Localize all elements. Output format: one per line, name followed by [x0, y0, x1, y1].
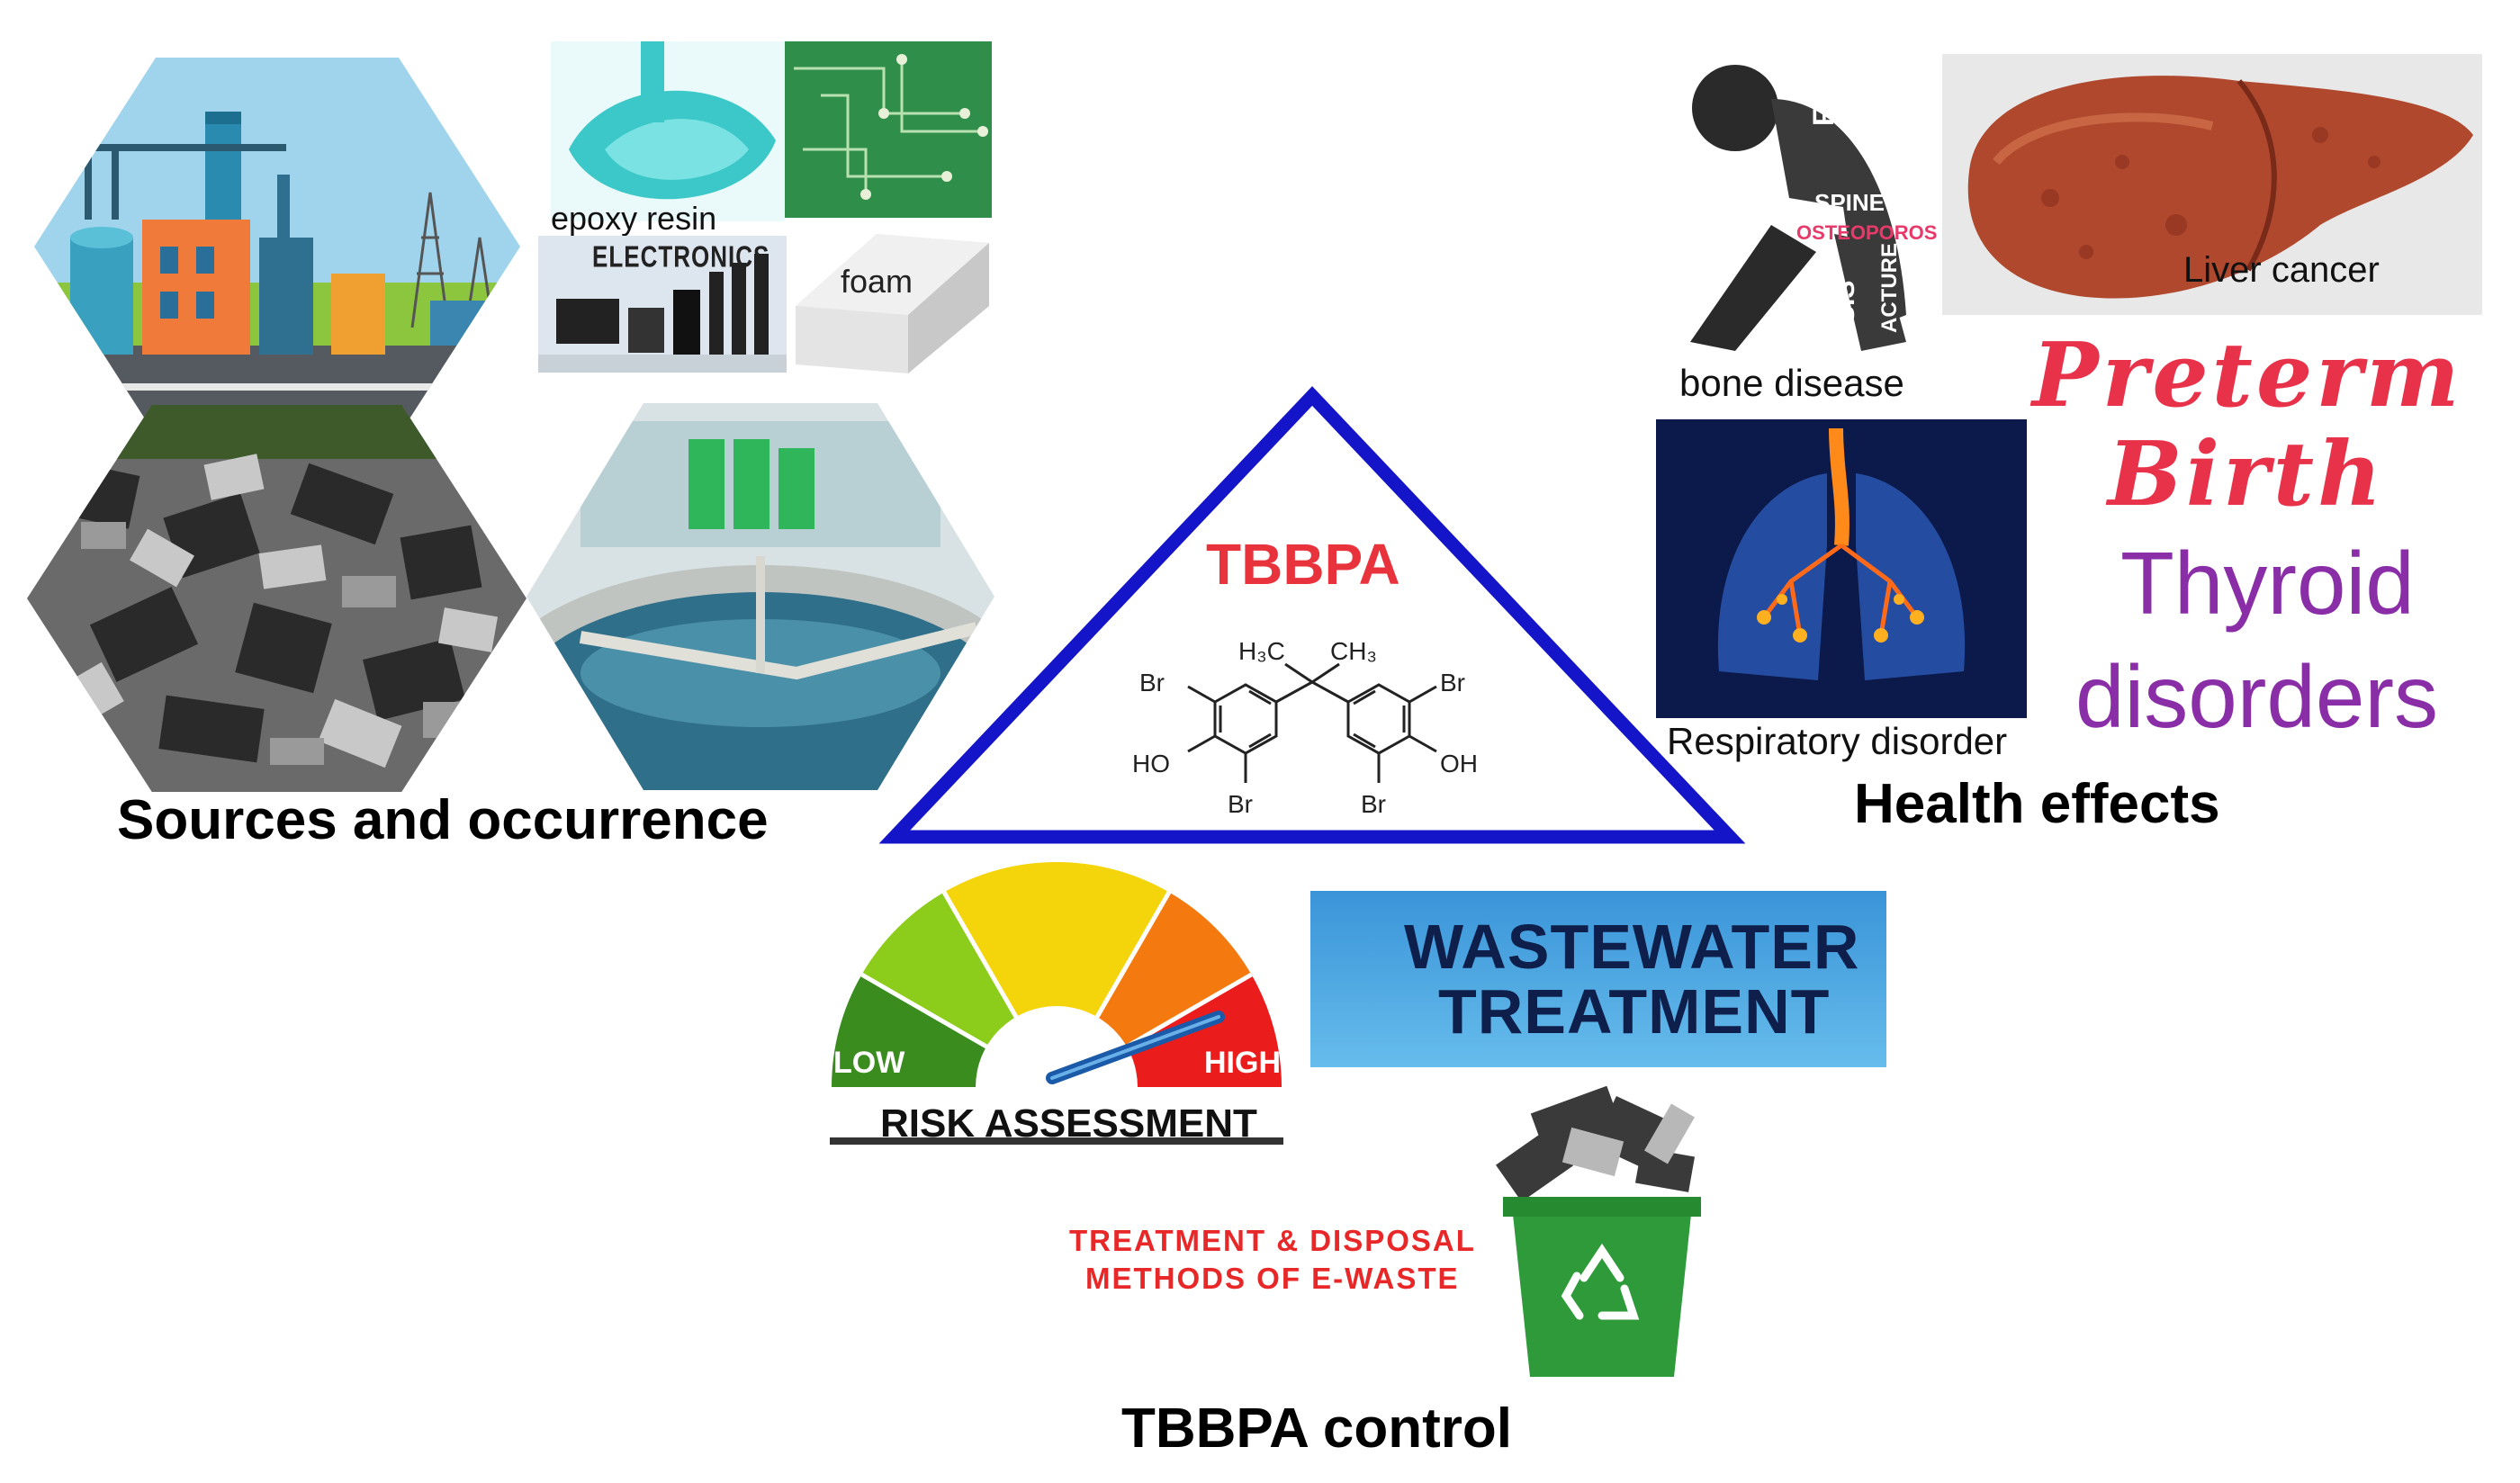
wastewater-banner: WASTEWATER TREATMENT	[1310, 891, 1886, 1067]
tbbpa-title: TBBPA	[1206, 532, 1400, 597]
bromine-bottom-left: Br	[1228, 790, 1253, 818]
hydroxyl-left: HO	[1132, 750, 1170, 777]
epoxy-resin-label: epoxy resin	[551, 200, 717, 237]
gauge-low-label: LOW	[833, 1046, 905, 1080]
preterm-text: Preterm	[2032, 324, 2463, 427]
bone-word-osteoporosis: OSTEOPOROSIS	[1796, 221, 1938, 244]
thyroid-text: Thyroid	[2120, 534, 2415, 633]
birth-text: Birth	[2108, 423, 2386, 526]
bone-word-fracture: FRACTURE	[1807, 45, 1840, 126]
bone-word-sis: SIS	[1831, 280, 1860, 324]
wastewater-line1: WASTEWATER	[1404, 912, 1860, 982]
wastewater-line2: TREATMENT	[1438, 976, 1831, 1047]
epoxy-resin-image	[551, 41, 785, 221]
foam-tile: foam	[787, 225, 994, 378]
electronics-image	[538, 236, 787, 373]
gauge-high-label: HIGH	[1204, 1046, 1281, 1080]
bone-disease-label: bone disease	[1679, 362, 1904, 404]
foam-label: foam	[841, 263, 914, 300]
electronics-tile: ELECTRONICS	[538, 236, 787, 373]
circuit-board-image	[785, 41, 992, 218]
wastewater-plant-illustration	[526, 403, 994, 790]
foam-block-image	[787, 225, 994, 378]
bromine-top-right: Br	[1440, 669, 1465, 697]
bone-word-acture: ACTURE	[1877, 243, 1902, 333]
ewaste-pile-hexagon	[27, 405, 526, 792]
bromine-bottom-right: Br	[1361, 790, 1386, 818]
liver-image	[1967, 76, 2473, 299]
risk-gauge	[830, 862, 1283, 1145]
ewaste-line1: TREATMENT & DISPOSAL	[1069, 1224, 1476, 1257]
lungs-image	[1656, 419, 2027, 718]
tbbpa-structure	[1187, 662, 1437, 783]
epoxy-resin-tile	[551, 41, 785, 221]
methyl-left: H₃C	[1238, 637, 1285, 665]
respiratory-tile	[1656, 419, 2027, 718]
hydroxyl-right: OH	[1440, 750, 1478, 777]
health-effects-title: Health effects	[1854, 773, 2220, 835]
electronics-label: ELECTRONICS	[592, 238, 770, 274]
tbbpa-triangle	[878, 386, 1746, 844]
wastewater-plant-hexagon	[526, 403, 994, 790]
respiratory-disorder-label: Respiratory disorder	[1667, 720, 2008, 762]
bone-figure-image	[1690, 65, 1906, 351]
recycle-bin-icon	[1495, 1085, 1701, 1377]
methyl-right: CH₃	[1330, 637, 1377, 665]
tbbpa-control-title: TBBPA control	[1121, 1398, 1512, 1460]
circuit-board-tile	[785, 41, 992, 218]
bone-word-spine: SPINE	[1814, 189, 1886, 216]
bromine-top-left: Br	[1139, 669, 1165, 697]
disorders-text: disorders	[2075, 647, 2439, 746]
risk-assessment-label: RISK ASSESSMENT	[880, 1101, 1257, 1146]
ewaste-line2: METHODS OF E-WASTE	[1085, 1262, 1460, 1295]
liver-cancer-label: Liver cancer	[2183, 250, 2380, 290]
bone-disease-tile: FRACTURE SPINE OSTEOPOROSIS SIS ACTURE	[1636, 45, 1938, 369]
liver-tile: Liver cancer	[1942, 54, 2482, 315]
sources-title: Sources and occurrence	[117, 789, 769, 851]
ewaste-pile-illustration	[27, 405, 526, 792]
